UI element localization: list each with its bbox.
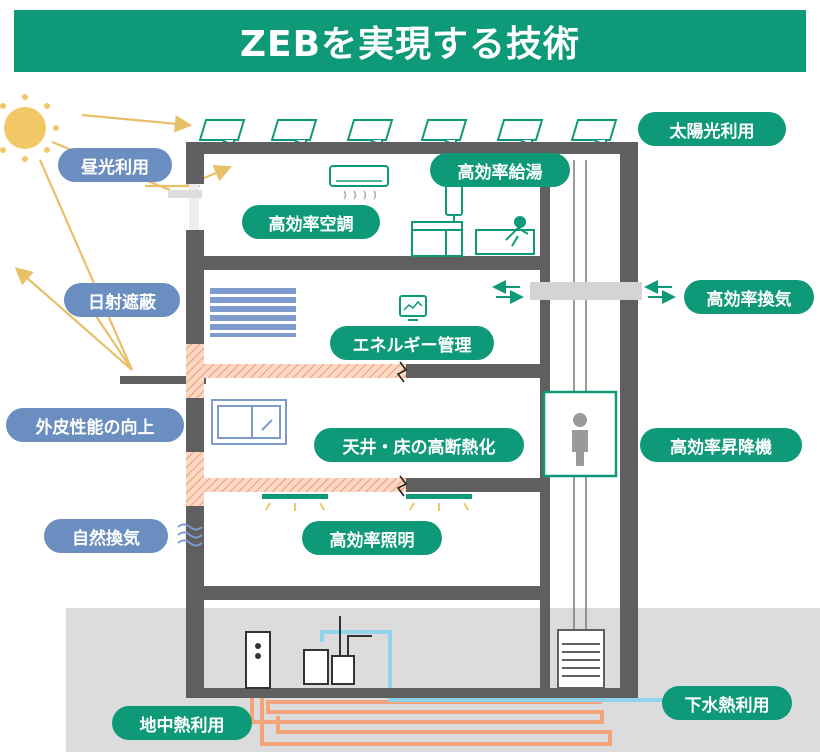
window-blinds bbox=[210, 288, 296, 337]
air-conditioner bbox=[329, 165, 389, 200]
label-natural-ventilation: 自然換気 bbox=[44, 519, 168, 553]
label-lighting: 高効率照明 bbox=[302, 521, 442, 555]
label-ventilation: 高効率換気 bbox=[684, 280, 814, 314]
heat-pump-equipment bbox=[245, 616, 372, 689]
label-energy-management: エネルギー管理 bbox=[330, 326, 494, 360]
natural-ventilation-waves bbox=[177, 523, 203, 547]
hot-water-fixtures bbox=[411, 184, 535, 257]
sewage-heat-pipe bbox=[320, 630, 690, 702]
page-title: ZEBを実現する技術 bbox=[14, 10, 806, 72]
ceiling-lights bbox=[262, 494, 472, 511]
label-elevator: 高効率昇降機 bbox=[640, 428, 802, 462]
insulation bbox=[186, 344, 408, 506]
label-envelope: 外皮性能の向上 bbox=[6, 408, 184, 442]
label-solar-shading: 日射遮蔽 bbox=[64, 283, 180, 317]
label-hot-water: 高効率給湯 bbox=[430, 153, 570, 187]
energy-monitor bbox=[399, 295, 427, 321]
label-insulation: 天井・床の高断熱化 bbox=[314, 428, 524, 462]
light-shelf bbox=[168, 190, 202, 198]
elevator bbox=[542, 160, 618, 690]
label-geothermal: 地中熱利用 bbox=[112, 706, 252, 740]
label-solar: 太陽光利用 bbox=[638, 112, 786, 146]
label-sewage-heat: 下水熱利用 bbox=[662, 686, 792, 720]
insulated-window bbox=[211, 399, 287, 445]
solar-panels bbox=[198, 119, 618, 148]
ventilation-duct bbox=[492, 280, 676, 304]
geothermal-tubes bbox=[250, 688, 612, 746]
sun bbox=[0, 94, 59, 162]
label-air-conditioning: 高効率空調 bbox=[242, 205, 380, 239]
facade-glass bbox=[189, 184, 199, 230]
label-daylight: 昼光利用 bbox=[58, 148, 172, 182]
